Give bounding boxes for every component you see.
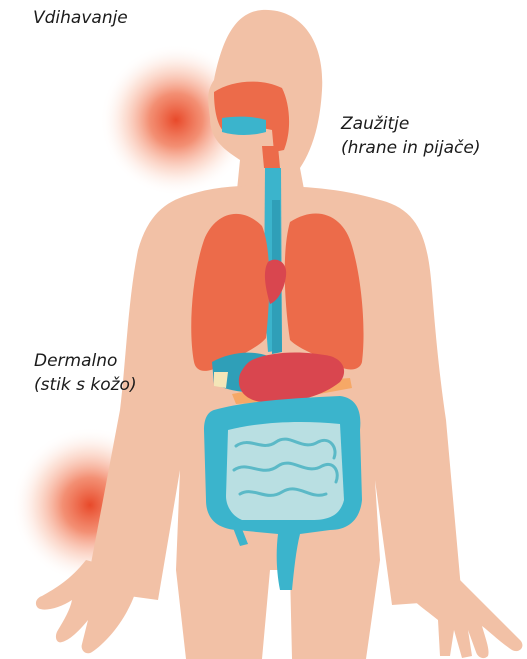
ingestion-label: Zaužitje (hrane in pijače)	[341, 112, 480, 160]
dermal-label-line2: (stik s kožo)	[34, 373, 137, 397]
inhalation-label: Vdihavanje	[33, 6, 128, 30]
dermal-label: Dermalno (stik s kožo)	[34, 349, 137, 397]
dermal-label-line1: Dermalno	[34, 349, 137, 373]
gallbladder	[214, 372, 228, 388]
ingestion-label-line1: Zaužitje	[341, 112, 480, 136]
ingestion-label-line2: (hrane in pijače)	[341, 136, 480, 160]
small-intestine	[226, 422, 344, 520]
